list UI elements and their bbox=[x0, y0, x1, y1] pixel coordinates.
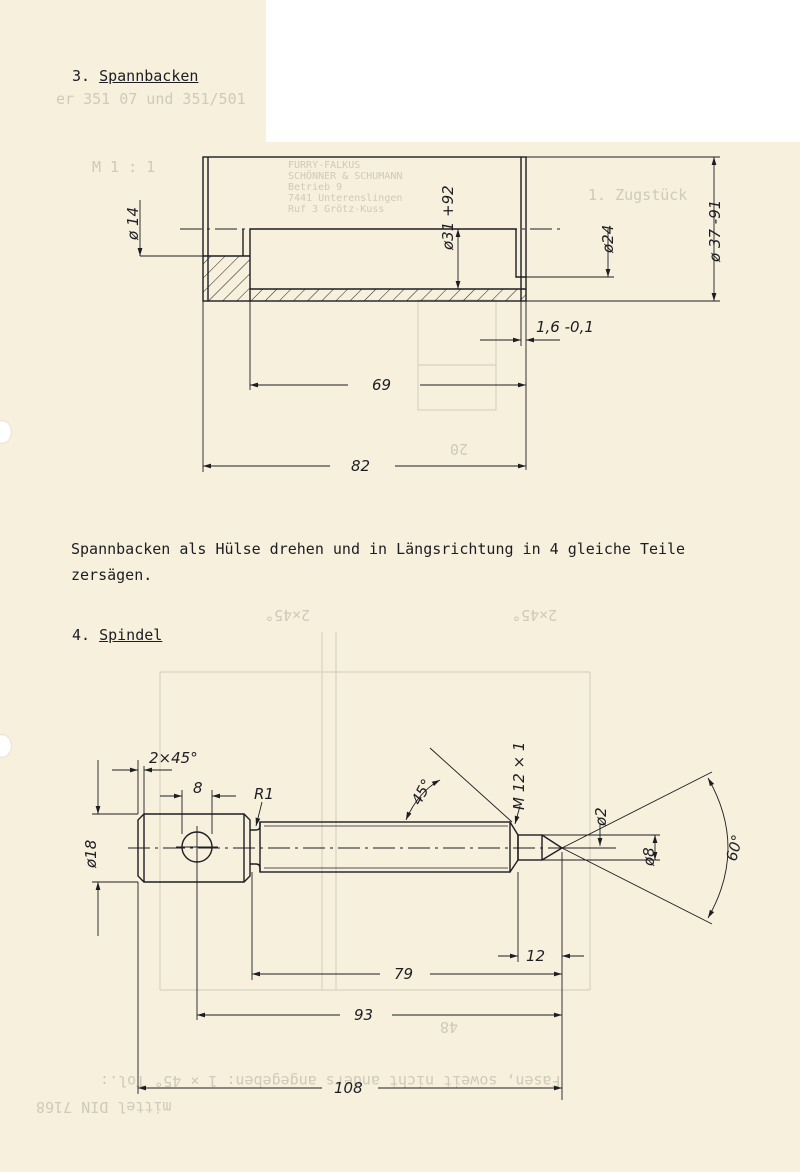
section3-number: 3. bbox=[72, 67, 91, 85]
thread-body bbox=[259, 821, 511, 873]
dim-angle-45: 45° bbox=[408, 776, 436, 808]
bleed-text-3: 1. Zugstück bbox=[588, 186, 688, 204]
dim-d14: ø 14 bbox=[124, 207, 142, 241]
section3-title: Spannbacken bbox=[99, 67, 199, 85]
paste-over-patch bbox=[266, 0, 800, 142]
dim-82: 82 bbox=[351, 457, 370, 475]
dim-108: 108 bbox=[334, 1079, 363, 1097]
dim-d31: ø31 +92 bbox=[439, 185, 457, 251]
dim-angle-60: 60° bbox=[722, 833, 746, 863]
section4-title: Spindel bbox=[99, 626, 163, 644]
dim-d2: ø2 bbox=[592, 807, 610, 827]
spannbacken-dim-labels: ø 14 ø31 +92 ø24 ø 37 -91 1,6 -0,1 69 82 bbox=[124, 185, 724, 475]
dim-12: 12 bbox=[526, 947, 545, 965]
dim-d18: ø18 bbox=[82, 840, 100, 869]
spannbacken-drawing bbox=[137, 156, 720, 472]
section3-description: Spannbacken als Hülse drehen und in Läng… bbox=[71, 540, 686, 584]
dim-chamfer: 2×45° bbox=[149, 749, 198, 767]
punch-hole-upper bbox=[0, 420, 12, 444]
section4-heading: 4. Spindel bbox=[72, 626, 162, 644]
bleed-text-2: M 1 : 1 bbox=[92, 158, 156, 176]
dim-d24: ø24 bbox=[599, 225, 617, 254]
bleed-drawing bbox=[159, 299, 591, 991]
dim-d8: ø8 bbox=[640, 847, 658, 867]
bleed-text-1: er 351 07 und 351/501 bbox=[56, 90, 246, 108]
dim-8-top: 8 bbox=[193, 779, 203, 797]
dim-79: 79 bbox=[394, 965, 413, 983]
dim-tol-16: 1,6 -0,1 bbox=[536, 318, 594, 336]
bleed-stamp: FURRY-FALKUS SCHÖNNER & SCHUMANN Betrieb… bbox=[288, 160, 403, 215]
section3-heading: 3. Spannbacken bbox=[72, 67, 198, 85]
spindel-drawing bbox=[92, 747, 729, 1100]
punch-hole-lower bbox=[0, 734, 12, 758]
dim-d37: ø 37 -91 bbox=[706, 200, 724, 263]
dim-r1: R1 bbox=[254, 785, 274, 803]
section4-number: 4. bbox=[72, 626, 91, 644]
dim-93: 93 bbox=[354, 1006, 373, 1024]
dim-thread: M 12 × 1 bbox=[510, 742, 528, 810]
dim-69: 69 bbox=[372, 376, 391, 394]
